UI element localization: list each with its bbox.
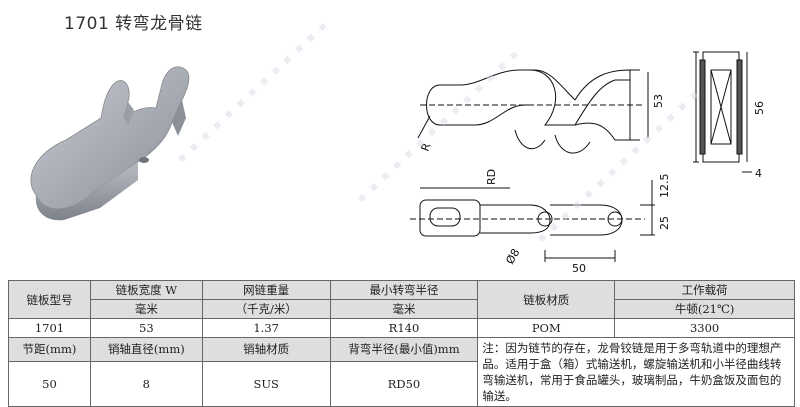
- width-unit: 毫米: [89, 299, 203, 319]
- material-value: POM: [477, 318, 616, 338]
- width-56-label: 56: [753, 101, 766, 115]
- width-header: 链板宽度 W: [89, 280, 203, 300]
- specification-table: 链板型号 链板宽度 W 网链重量 最小转弯半径 链板材质 工作载荷 毫米 （千克…: [8, 280, 795, 407]
- pin-diameter-label: Ø8: [503, 246, 522, 266]
- pin-diameter-value: 8: [89, 360, 203, 407]
- load-header: 工作载荷: [614, 280, 795, 300]
- radius-label: R: [419, 141, 434, 153]
- note-text: 注：因为链节的存在，龙骨铰链是用于多弯轨道中的理想产品。适用于盒（箱）式输送机，…: [477, 337, 795, 407]
- backbend-radius-header: 背弯半径(最小值)mm: [329, 337, 479, 362]
- thickness-4-label: 4: [755, 167, 762, 180]
- height-53-label: 53: [652, 94, 665, 108]
- weight-value: 1.37: [201, 318, 331, 338]
- material-header: 链板材质: [477, 280, 616, 319]
- weight-unit: （千克/米）: [201, 299, 331, 319]
- page-title: 1701 转弯龙骨链: [64, 14, 203, 34]
- min-radius-value: R140: [329, 318, 479, 338]
- load-value: 3300: [614, 318, 795, 338]
- backbend-radius-value: RD50: [329, 360, 479, 407]
- pin-diameter-header: 销轴直径(mm): [89, 337, 203, 362]
- pin-material-header: 销轴材质: [201, 337, 331, 362]
- load-unit: 牛顿(21℃): [614, 299, 795, 319]
- product-photo: [30, 66, 190, 221]
- weight-header: 网链重量: [201, 280, 331, 300]
- model-header: 链板型号: [8, 280, 91, 319]
- rd-label: RD: [485, 169, 498, 185]
- pitch-header: 节距(mm): [8, 337, 91, 362]
- pitch-50-label: 50: [572, 262, 586, 275]
- height-25-label: 25: [658, 216, 671, 230]
- pitch-value: 50: [8, 360, 91, 407]
- pin-material-value: SUS: [201, 360, 331, 407]
- technical-drawing: R 53 56 4 RD 12.5 25 50 Ø8: [410, 51, 766, 275]
- min-radius-header: 最小转弯半径: [329, 280, 479, 300]
- height-12-5-label: 12.5: [658, 174, 671, 199]
- min-radius-unit: 毫米: [329, 299, 479, 319]
- model-value: 1701: [8, 318, 91, 338]
- width-value: 53: [89, 318, 203, 338]
